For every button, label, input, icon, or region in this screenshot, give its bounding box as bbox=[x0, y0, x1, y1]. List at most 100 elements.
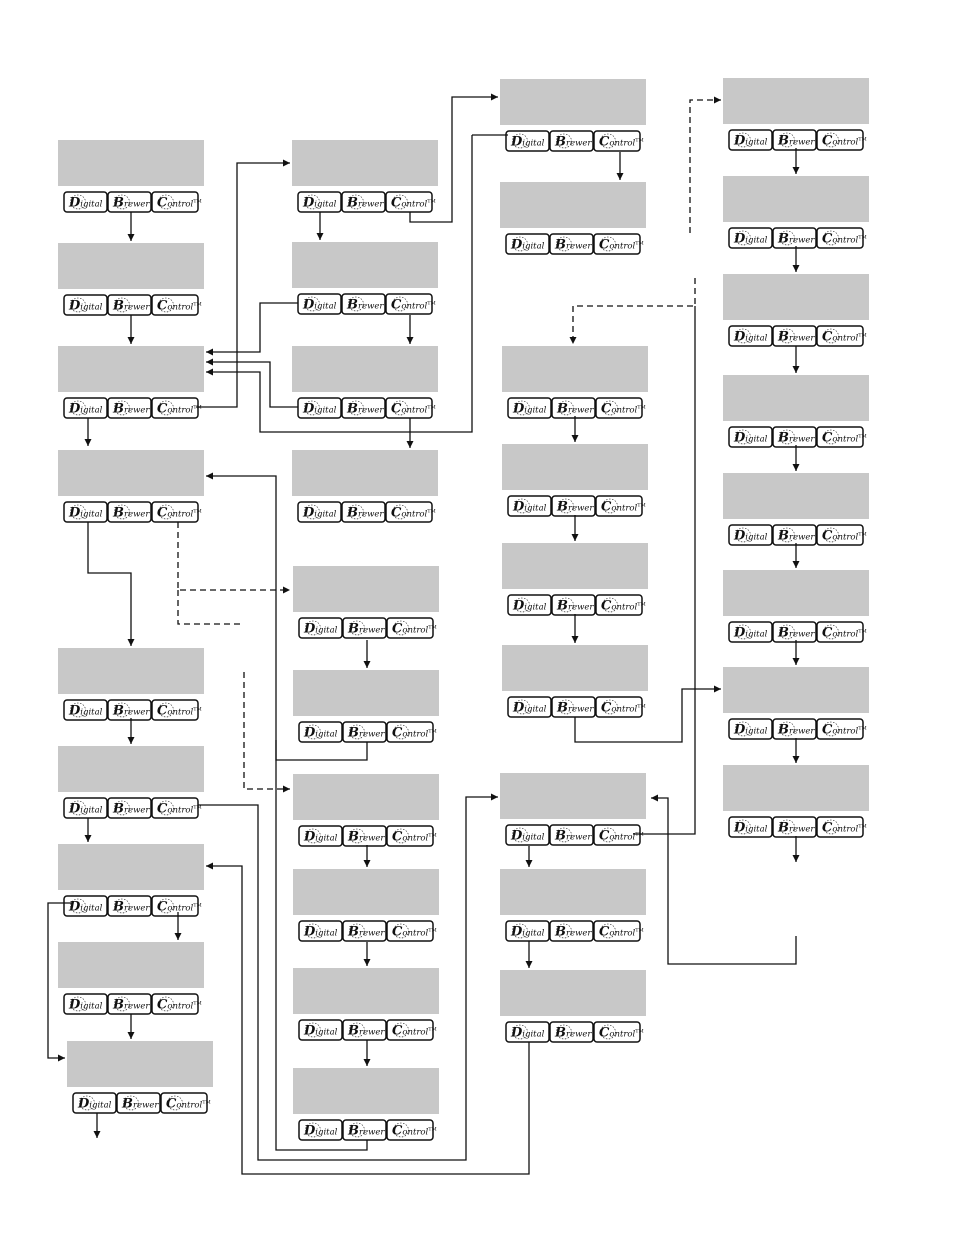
control-button[interactable]: ControlTM bbox=[151, 993, 202, 1015]
brewer-button[interactable]: Brewer bbox=[107, 895, 152, 917]
brewer-button[interactable]: Brewer bbox=[549, 824, 594, 846]
digital-button[interactable]: Digital bbox=[63, 797, 108, 819]
brewer-button[interactable]: Brewer bbox=[772, 129, 817, 151]
control-button[interactable]: ControlTM bbox=[386, 825, 437, 847]
control-button[interactable]: ControlTM bbox=[386, 1019, 437, 1041]
brewer-button[interactable]: Brewer bbox=[772, 621, 817, 643]
brewer-button[interactable]: Brewer bbox=[772, 718, 817, 740]
digital-button[interactable]: Digital bbox=[298, 1119, 343, 1141]
digital-button[interactable]: Digital bbox=[63, 294, 108, 316]
brewer-button[interactable]: Brewer bbox=[549, 1021, 594, 1043]
digital-button[interactable]: Digital bbox=[297, 293, 342, 315]
control-button[interactable]: ControlTM bbox=[595, 397, 646, 419]
control-button[interactable]: ControlTM bbox=[151, 895, 202, 917]
control-button[interactable]: ControlTM bbox=[385, 397, 436, 419]
digital-button[interactable]: Digital bbox=[728, 129, 773, 151]
control-button[interactable]: ControlTM bbox=[160, 1092, 211, 1114]
brewer-button[interactable]: Brewer bbox=[549, 233, 594, 255]
brewer-button[interactable]: Brewer bbox=[772, 227, 817, 249]
digital-button[interactable]: Digital bbox=[728, 816, 773, 838]
brewer-button[interactable]: Brewer bbox=[772, 426, 817, 448]
brewer-button[interactable]: Brewer bbox=[342, 920, 387, 942]
digital-button[interactable]: Digital bbox=[505, 920, 550, 942]
control-button[interactable]: ControlTM bbox=[151, 294, 202, 316]
digital-button[interactable]: Digital bbox=[505, 824, 550, 846]
control-button[interactable]: ControlTM bbox=[385, 293, 436, 315]
digital-button[interactable]: Digital bbox=[298, 1019, 343, 1041]
digital-button[interactable]: Digital bbox=[505, 233, 550, 255]
control-button[interactable]: ControlTM bbox=[151, 191, 202, 213]
brewer-button[interactable]: Brewer bbox=[341, 501, 386, 523]
control-button[interactable]: ControlTM bbox=[386, 1119, 437, 1141]
brewer-button[interactable]: Brewer bbox=[342, 1119, 387, 1141]
brewer-button[interactable]: Brewer bbox=[551, 696, 596, 718]
digital-button[interactable]: Digital bbox=[298, 721, 343, 743]
brewer-button[interactable]: Brewer bbox=[551, 594, 596, 616]
control-button[interactable]: ControlTM bbox=[816, 816, 867, 838]
brewer-button[interactable]: Brewer bbox=[772, 325, 817, 347]
brewer-button[interactable]: Brewer bbox=[342, 1019, 387, 1041]
digital-button[interactable]: Digital bbox=[63, 191, 108, 213]
digital-button[interactable]: Digital bbox=[728, 621, 773, 643]
brewer-button[interactable]: Brewer bbox=[342, 721, 387, 743]
brewer-button[interactable]: Brewer bbox=[342, 617, 387, 639]
digital-button[interactable]: Digital bbox=[728, 718, 773, 740]
digital-button[interactable]: Digital bbox=[298, 825, 343, 847]
control-button[interactable]: ControlTM bbox=[816, 524, 867, 546]
digital-button[interactable]: Digital bbox=[507, 594, 552, 616]
control-button[interactable]: ControlTM bbox=[151, 699, 202, 721]
brewer-button[interactable]: Brewer bbox=[107, 191, 152, 213]
brewer-button[interactable]: Brewer bbox=[551, 495, 596, 517]
control-button[interactable]: ControlTM bbox=[595, 696, 646, 718]
digital-button[interactable]: Digital bbox=[63, 501, 108, 523]
control-button[interactable]: ControlTM bbox=[593, 920, 644, 942]
digital-button[interactable]: Digital bbox=[507, 495, 552, 517]
brewer-button[interactable]: Brewer bbox=[772, 524, 817, 546]
control-button[interactable]: ControlTM bbox=[593, 130, 644, 152]
control-button[interactable]: ControlTM bbox=[151, 797, 202, 819]
control-button[interactable]: ControlTM bbox=[386, 617, 437, 639]
digital-button[interactable]: Digital bbox=[507, 397, 552, 419]
brewer-button[interactable]: Brewer bbox=[107, 993, 152, 1015]
control-button[interactable]: ControlTM bbox=[816, 718, 867, 740]
brewer-button[interactable]: Brewer bbox=[341, 293, 386, 315]
brewer-button[interactable]: Brewer bbox=[549, 130, 594, 152]
control-button[interactable]: ControlTM bbox=[385, 191, 436, 213]
brewer-button[interactable]: Brewer bbox=[551, 397, 596, 419]
control-button[interactable]: ControlTM bbox=[593, 1021, 644, 1043]
control-button[interactable]: ControlTM bbox=[151, 501, 202, 523]
control-button[interactable]: ControlTM bbox=[816, 426, 867, 448]
control-button[interactable]: ControlTM bbox=[595, 594, 646, 616]
digital-button[interactable]: Digital bbox=[72, 1092, 117, 1114]
brewer-button[interactable]: Brewer bbox=[107, 797, 152, 819]
brewer-button[interactable]: Brewer bbox=[341, 191, 386, 213]
control-button[interactable]: ControlTM bbox=[816, 325, 867, 347]
control-button[interactable]: ControlTM bbox=[816, 227, 867, 249]
brewer-button[interactable]: Brewer bbox=[549, 920, 594, 942]
digital-button[interactable]: Digital bbox=[63, 699, 108, 721]
control-button[interactable]: ControlTM bbox=[816, 621, 867, 643]
digital-button[interactable]: Digital bbox=[297, 191, 342, 213]
digital-button[interactable]: Digital bbox=[63, 993, 108, 1015]
control-button[interactable]: ControlTM bbox=[816, 129, 867, 151]
digital-button[interactable]: Digital bbox=[298, 920, 343, 942]
control-button[interactable]: ControlTM bbox=[386, 920, 437, 942]
digital-button[interactable]: Digital bbox=[728, 227, 773, 249]
digital-button[interactable]: Digital bbox=[298, 617, 343, 639]
brewer-button[interactable]: Brewer bbox=[342, 825, 387, 847]
digital-button[interactable]: Digital bbox=[728, 325, 773, 347]
control-button[interactable]: ControlTM bbox=[151, 397, 202, 419]
brewer-button[interactable]: Brewer bbox=[116, 1092, 161, 1114]
digital-button[interactable]: Digital bbox=[728, 524, 773, 546]
control-button[interactable]: ControlTM bbox=[385, 501, 436, 523]
digital-button[interactable]: Digital bbox=[63, 895, 108, 917]
digital-button[interactable]: Digital bbox=[63, 397, 108, 419]
control-button[interactable]: ControlTM bbox=[593, 233, 644, 255]
brewer-button[interactable]: Brewer bbox=[107, 501, 152, 523]
digital-button[interactable]: Digital bbox=[507, 696, 552, 718]
brewer-button[interactable]: Brewer bbox=[107, 397, 152, 419]
brewer-button[interactable]: Brewer bbox=[772, 816, 817, 838]
brewer-button[interactable]: Brewer bbox=[341, 397, 386, 419]
digital-button[interactable]: Digital bbox=[505, 1021, 550, 1043]
digital-button[interactable]: Digital bbox=[728, 426, 773, 448]
